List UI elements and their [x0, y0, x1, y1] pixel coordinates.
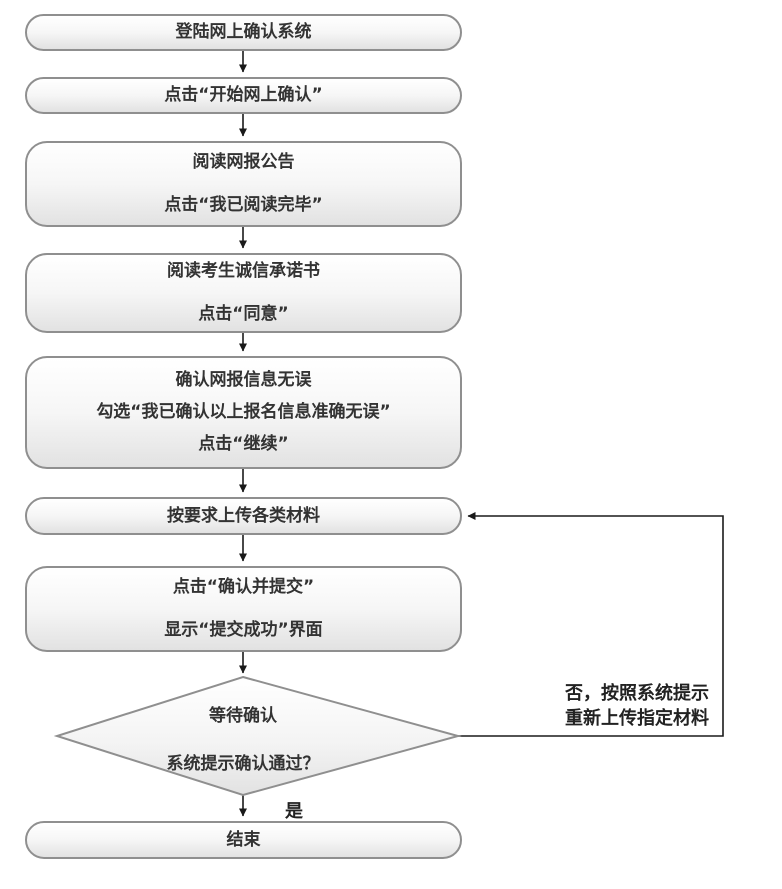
- node-upload-materials: 按要求上传各类材料: [25, 497, 462, 535]
- node-login: 登陆网上确认系统: [25, 14, 462, 51]
- node-text-line: 勾选“我已确认以上报名信息准确无误”: [96, 402, 391, 423]
- node-text-line: 阅读考生诚信承诺书: [167, 261, 320, 282]
- loop-no-to-upload: [458, 512, 724, 737]
- node-text-line: 显示“提交成功”界面: [164, 620, 323, 640]
- edge-label-no: 否，按照系统提示 重新上传指定材料: [543, 681, 731, 731]
- edge-label-no-line1: 否，按照系统提示: [565, 683, 709, 704]
- decision-diamond: [53, 675, 462, 797]
- node-read-promise: 阅读考生诚信承诺书 点击“同意”: [25, 253, 462, 333]
- node-text-line: 点击“同意”: [198, 304, 289, 324]
- node-read-notice: 阅读网报公告 点击“我已阅读完毕”: [25, 141, 462, 227]
- edge-label-yes: 是: [285, 801, 303, 822]
- node-text-line: 点击“确认并提交”: [172, 577, 315, 598]
- node-text-line: 登陆网上确认系统: [175, 22, 312, 43]
- node-confirm-info: 确认网报信息无误 勾选“我已确认以上报名信息准确无误” 点击“继续”: [25, 356, 462, 469]
- node-submit: 点击“确认并提交” 显示“提交成功”界面: [25, 566, 462, 652]
- node-text-line: 确认网报信息无误: [175, 370, 312, 391]
- node-text-line: 阅读网报公告: [192, 152, 295, 173]
- node-start-confirm: 点击“开始网上确认”: [25, 77, 462, 114]
- decision-text-line: 系统提示确认通过？: [166, 754, 320, 774]
- edge-label-no-line2: 重新上传指定材料: [565, 708, 709, 729]
- node-text-line: 点击“我已阅读完毕”: [164, 195, 323, 215]
- node-text-line: 点击“开始网上确认”: [164, 85, 323, 106]
- node-text-line: 点击“继续”: [198, 433, 289, 454]
- node-text-line: 按要求上传各类材料: [167, 505, 320, 526]
- decision-text-line: 等待确认: [209, 706, 277, 726]
- node-text-line: 结束: [226, 829, 261, 850]
- node-end: 结束: [25, 821, 462, 859]
